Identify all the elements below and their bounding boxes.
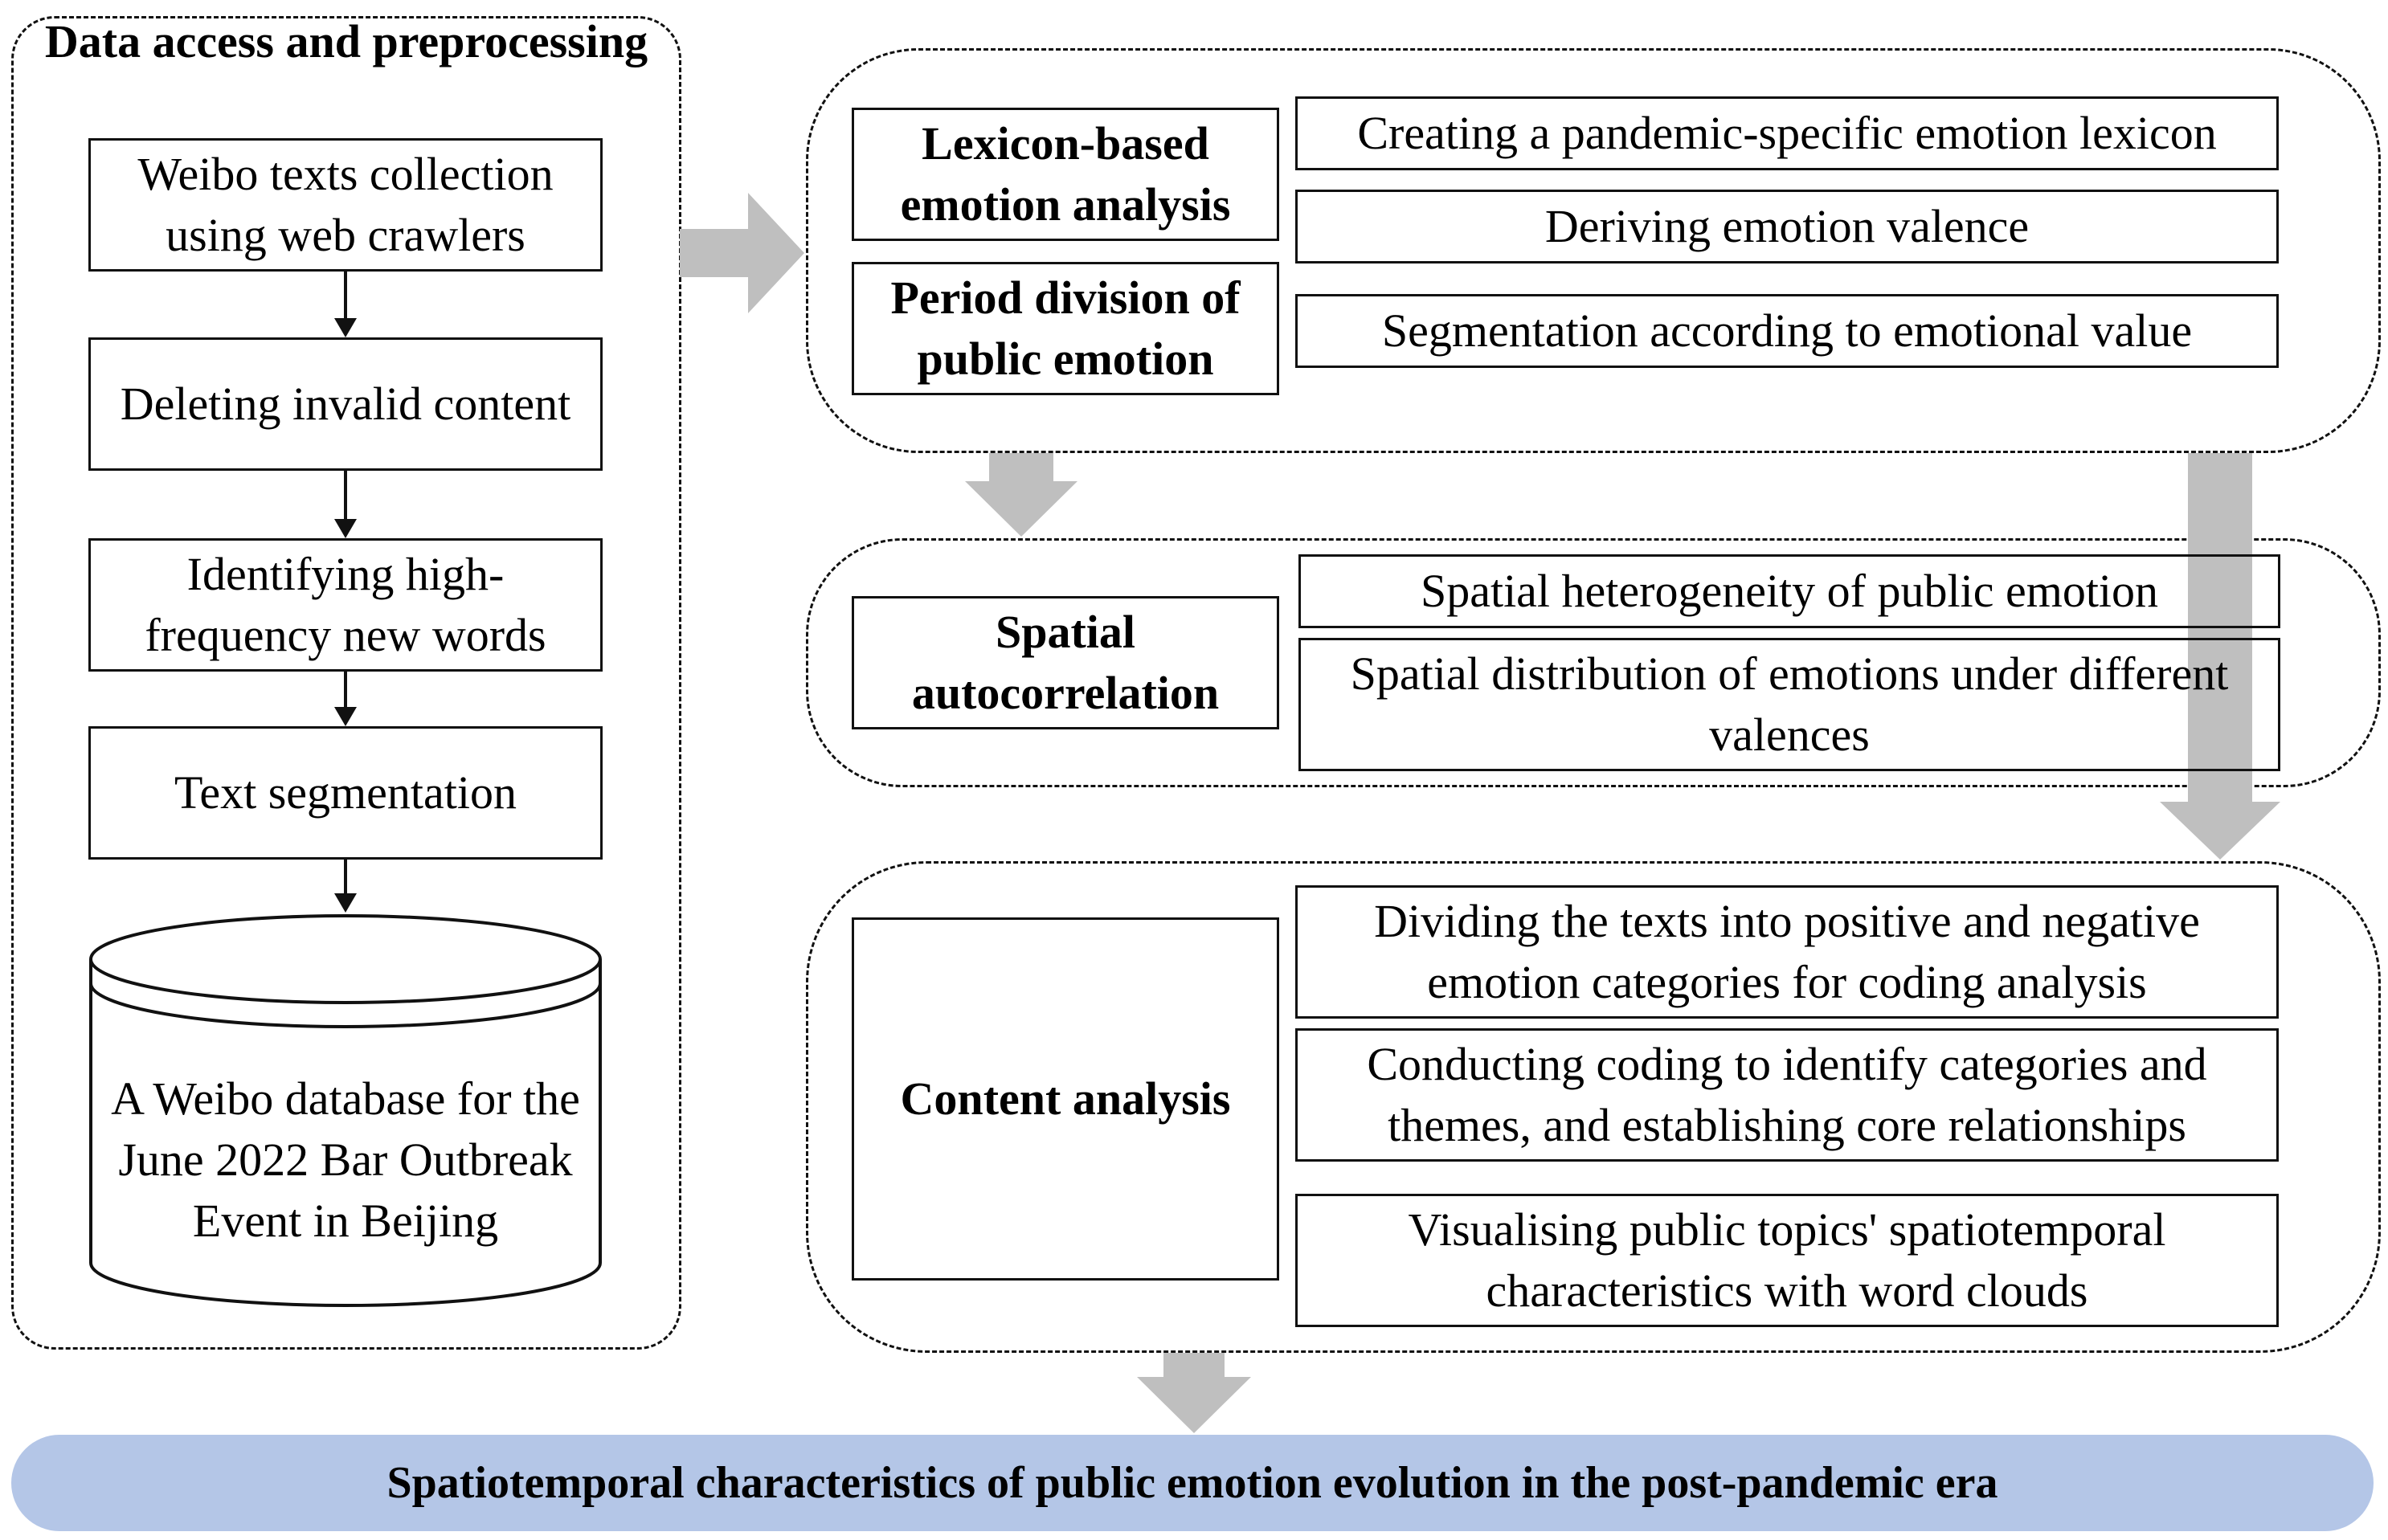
period-division-head: Period division of public emotion [852, 262, 1279, 395]
content-analysis-head: Content analysis [852, 917, 1279, 1281]
flow-arrows [334, 272, 357, 913]
preprocessing-group [11, 16, 681, 1350]
lexicon-item: Creating a pandemic-specific emotion lex… [1295, 96, 2279, 170]
spatial-heterogeneity-item: Spatial heterogeneity of public emotion [1298, 554, 2280, 628]
step-segmentation: Text segmentation [88, 726, 603, 860]
preprocessing-title: Data access and preprocessing [44, 15, 648, 67]
spatial-autocorrelation-head: Spatial autocorrelation [852, 596, 1279, 729]
coding-themes-item: Conducting coding to identify categories… [1295, 1028, 2279, 1162]
valence-item: Deriving emotion valence [1295, 190, 2279, 263]
coding-categories-item: Dividing the texts into positive and neg… [1295, 885, 2279, 1019]
content-analysis-group [806, 861, 2381, 1353]
step-delete-invalid: Deleting invalid content [88, 337, 603, 471]
result-banner: Spatiotemporal characteristics of public… [11, 1435, 2374, 1531]
step-weibo-collection: Weibo texts collection using web crawler… [88, 138, 603, 272]
database-icon [89, 914, 602, 1307]
step-identify-words: Identifying high-frequency new words [88, 538, 603, 672]
spatial-distribution-item: Spatial distribution of emotions under d… [1298, 638, 2280, 771]
arrow-right-icon [680, 193, 804, 313]
arrow-down-result-icon [1137, 1353, 1251, 1433]
word-cloud-item: Visualising public topics' spatiotempora… [1295, 1194, 2279, 1327]
lexicon-analysis-head: Lexicon-based emotion analysis [852, 108, 1279, 241]
database-label: A Weibo database for the June 2022 Bar O… [111, 1072, 580, 1247]
arrow-down-icon [965, 453, 1077, 537]
segmentation-item: Segmentation according to emotional valu… [1295, 294, 2279, 368]
spatial-group [806, 538, 2381, 787]
emotion-analysis-group [806, 48, 2381, 453]
